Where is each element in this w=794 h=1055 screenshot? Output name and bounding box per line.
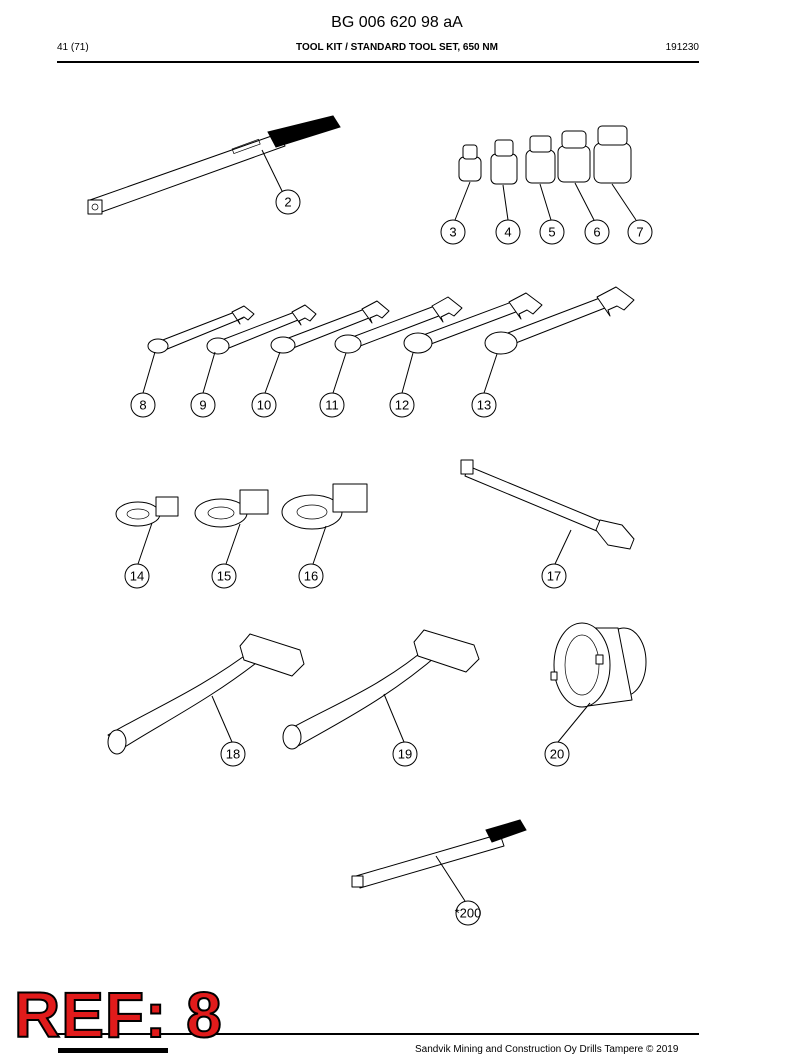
svg-text:20: 20	[550, 747, 564, 762]
callout-18: 18	[220, 741, 246, 767]
callout-6: 6	[584, 219, 610, 245]
callout-16: 16	[298, 563, 324, 589]
leader-lines	[137, 149, 637, 902]
svg-text:11: 11	[325, 398, 339, 413]
hammer-drawing	[107, 629, 480, 755]
svg-text:16: 16	[304, 569, 318, 584]
callout-8: 8	[130, 392, 156, 418]
extension-bar-drawing	[460, 459, 635, 550]
svg-text:5: 5	[548, 225, 555, 240]
callout-13: 13	[471, 392, 497, 418]
callout-7: 7	[627, 219, 653, 245]
spanner-set-drawing	[147, 286, 635, 355]
callout-3: 3	[440, 219, 466, 245]
document-code: BG 006 620 98 aA	[331, 14, 463, 31]
socket-set-drawing	[458, 125, 632, 185]
callout-2: 2	[275, 189, 301, 215]
spanner-socket-drawing	[550, 622, 647, 708]
svg-text:12: 12	[395, 398, 409, 413]
ring-insert-drawing	[115, 483, 368, 530]
svg-text:9: 9	[199, 398, 206, 413]
svg-text:17: 17	[547, 569, 561, 584]
callout-12: 12	[389, 392, 415, 418]
callout-5: 5	[539, 219, 565, 245]
svg-text:10: 10	[257, 398, 271, 413]
svg-text:*200: *200	[455, 906, 482, 921]
callout-20: 20	[544, 741, 570, 767]
callout-10: 10	[251, 392, 277, 418]
callout-4: 4	[495, 219, 521, 245]
footer-copyright: Sandvik Mining and Construction Oy Drill…	[415, 1044, 679, 1055]
svg-text:19: 19	[398, 747, 412, 762]
callout-11: 11	[319, 392, 345, 418]
callout-9: 9	[190, 392, 216, 418]
svg-text:13: 13	[477, 398, 491, 413]
small-torque-wrench-drawing	[351, 819, 527, 889]
callout-15: 15	[211, 563, 237, 589]
header-rule	[57, 61, 699, 63]
ref-stamp: REF: 8	[13, 979, 223, 1051]
svg-text:6: 6	[593, 225, 600, 240]
svg-text:7: 7	[636, 225, 643, 240]
svg-text:2: 2	[284, 195, 291, 210]
svg-text:15: 15	[217, 569, 231, 584]
svg-text:14: 14	[130, 569, 144, 584]
footer-logo	[58, 1048, 168, 1053]
svg-text:8: 8	[139, 398, 146, 413]
svg-text:4: 4	[504, 225, 511, 240]
page-title: TOOL KIT / STANDARD TOOL SET, 650 NM	[296, 42, 498, 53]
svg-text:3: 3	[449, 225, 456, 240]
callout-19: 19	[392, 741, 418, 767]
callout-14: 14	[124, 563, 150, 589]
svg-text:18: 18	[226, 747, 240, 762]
footer-rule	[57, 1033, 699, 1035]
torque-wrench-drawing	[87, 115, 341, 215]
page-number: 41 (71)	[57, 42, 89, 53]
callout-200: *200	[455, 900, 482, 926]
callout-17: 17	[541, 563, 567, 589]
date-code: 191230	[665, 42, 699, 53]
